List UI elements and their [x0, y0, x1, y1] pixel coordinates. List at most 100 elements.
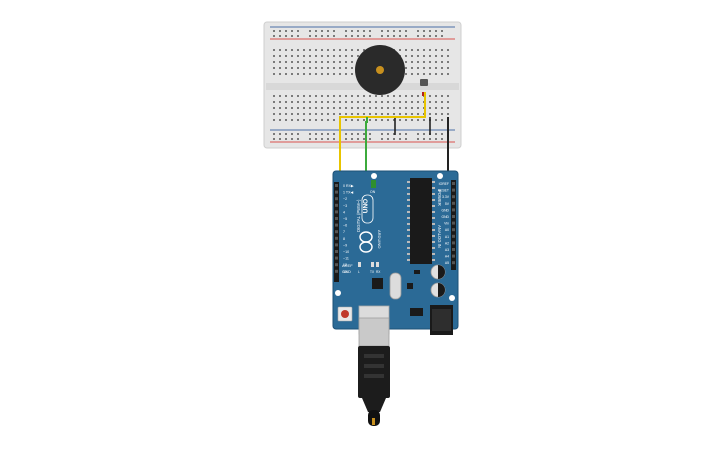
breadboard-hole — [435, 95, 437, 97]
rail-hole — [369, 138, 371, 140]
rail-hole — [351, 133, 353, 135]
atmega-chip — [407, 178, 435, 264]
piezo-buzzer[interactable] — [355, 45, 405, 95]
breadboard-hole — [279, 73, 281, 75]
breadboard-hole — [273, 119, 275, 121]
breadboard-hole — [345, 49, 347, 51]
rail-hole — [417, 133, 419, 135]
breadboard-hole — [321, 67, 323, 69]
breadboard-hole — [315, 73, 317, 75]
breadboard-hole — [345, 61, 347, 63]
breadboard-hole — [363, 113, 365, 115]
breadboard-hole — [447, 55, 449, 57]
breadboard-hole — [291, 119, 293, 121]
breadboard-hole — [429, 95, 431, 97]
breadboard-hole — [273, 49, 275, 51]
rail-hole — [423, 30, 425, 32]
breadboard-hole — [321, 101, 323, 103]
rail-hole — [345, 138, 347, 140]
breadboard-hole — [303, 61, 305, 63]
breadboard-hole — [279, 49, 281, 51]
breadboard-hole — [315, 101, 317, 103]
breadboard-hole — [423, 67, 425, 69]
digital-pin-label: ~11 — [343, 257, 349, 261]
breadboard-hole — [297, 73, 299, 75]
digital-pin — [335, 256, 338, 260]
power-analog-pin — [452, 241, 455, 245]
chip-pin — [407, 199, 410, 201]
breadboard-hole — [285, 95, 287, 97]
digital-pin — [335, 210, 338, 214]
power-analog-pin-label: A4 — [445, 255, 449, 259]
breadboard-hole — [447, 113, 449, 115]
breadboard-hole — [321, 55, 323, 57]
on-led — [371, 180, 376, 188]
rail-hole — [405, 138, 407, 140]
chip-pin — [432, 241, 435, 243]
breadboard-hole — [363, 107, 365, 109]
rail-hole — [387, 138, 389, 140]
breadboard-hole — [375, 119, 377, 121]
digital-pin-label: ~9 — [343, 243, 347, 247]
wire-yellow[interactable] — [339, 92, 426, 180]
breadboard-hole — [327, 101, 329, 103]
breadboard-hole — [387, 119, 389, 121]
tx-led — [371, 262, 374, 267]
breadboard-hole — [273, 73, 275, 75]
breadboard-hole — [285, 73, 287, 75]
rail-hole — [315, 30, 317, 32]
breadboard-hole — [435, 49, 437, 51]
breadboard-hole — [321, 119, 323, 121]
chip-pin — [407, 235, 410, 237]
breadboard-hole — [315, 119, 317, 121]
uno-logo: UNO — [361, 194, 374, 224]
small-chip — [407, 283, 413, 289]
breadboard-hole — [327, 119, 329, 121]
rail-hole — [351, 35, 353, 37]
digital-pin-label: 8 — [343, 237, 345, 241]
breadboard-hole — [441, 113, 443, 115]
rx-label: RX — [376, 270, 381, 274]
power-analog-pin-holes — [452, 182, 455, 265]
breadboard-hole — [279, 67, 281, 69]
digital-pin — [335, 190, 338, 194]
chip-pin — [432, 253, 435, 255]
breadboard-hole — [417, 73, 419, 75]
chip-pin — [432, 217, 435, 219]
breadboard-hole — [309, 107, 311, 109]
breadboard-hole — [339, 73, 341, 75]
breadboard-hole — [417, 107, 419, 109]
rail-hole — [357, 133, 359, 135]
breadboard-hole — [375, 95, 377, 97]
breadboard-hole — [399, 113, 401, 115]
chip-pin — [432, 211, 435, 213]
breadboard-hole — [333, 67, 335, 69]
breadboard-hole — [387, 95, 389, 97]
aref-label: AREF — [342, 263, 353, 268]
dc-power-jack[interactable] — [430, 305, 453, 335]
digital-pin — [335, 236, 338, 240]
terminal-strip-bottom — [273, 95, 449, 121]
power-analog-pin-label: A2 — [445, 241, 449, 245]
uno-logo-text: UNO — [363, 199, 370, 213]
rail-hole — [363, 133, 365, 135]
rail-hole — [285, 35, 287, 37]
rail-hole — [417, 30, 419, 32]
breadboard-hole — [435, 113, 437, 115]
breadboard-hole — [429, 101, 431, 103]
breadboard-hole — [291, 101, 293, 103]
reset-button[interactable] — [337, 306, 353, 322]
rail-hole — [345, 30, 347, 32]
power-rail-top — [273, 30, 443, 37]
rail-hole — [297, 133, 299, 135]
breadboard-hole — [303, 73, 305, 75]
breadboard-hole — [423, 73, 425, 75]
breadboard-hole — [285, 119, 287, 121]
rail-hole — [393, 133, 395, 135]
digital-header-label: DIGITAL (PWM~) — [356, 199, 361, 232]
usb-cable[interactable] — [358, 317, 390, 426]
breadboard-hole — [339, 107, 341, 109]
analog-header-label: ANALOG IN — [437, 225, 442, 248]
power-analog-pin-label: IOREF — [439, 182, 449, 186]
